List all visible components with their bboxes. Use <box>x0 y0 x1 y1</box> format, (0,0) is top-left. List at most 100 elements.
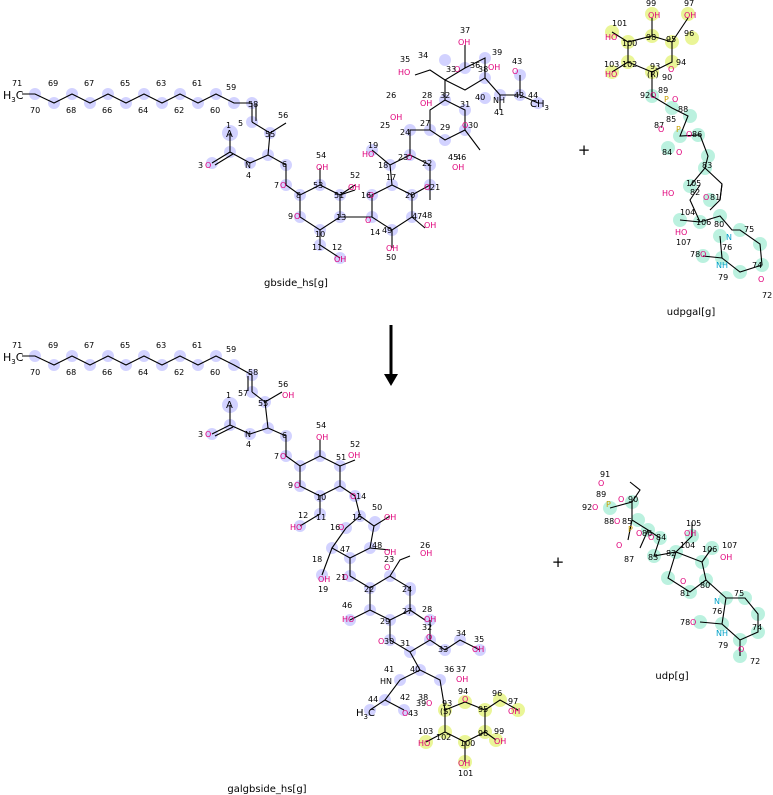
svg-text:48: 48 <box>422 211 432 220</box>
svg-text:3: 3 <box>198 430 203 439</box>
svg-text:61: 61 <box>192 341 202 350</box>
svg-text:3: 3 <box>198 161 203 170</box>
svg-text:41: 41 <box>494 108 504 117</box>
svg-text:107: 107 <box>722 541 737 550</box>
svg-text:OH: OH <box>384 513 396 522</box>
svg-text:O: O <box>636 529 642 538</box>
svg-text:O: O <box>700 250 706 259</box>
svg-text:O: O <box>462 121 468 130</box>
svg-text:31: 31 <box>460 100 470 109</box>
svg-text:69: 69 <box>48 341 58 350</box>
svg-text:OH: OH <box>488 63 500 72</box>
plus-sign-bottom: + <box>551 553 565 571</box>
svg-text:56: 56 <box>278 380 288 389</box>
svg-text:81: 81 <box>710 193 720 202</box>
svg-text:O: O <box>368 191 374 200</box>
svg-text:86: 86 <box>692 130 702 139</box>
svg-text:83: 83 <box>702 161 712 170</box>
svg-text:41: 41 <box>384 665 394 674</box>
svg-text:18: 18 <box>378 161 388 170</box>
svg-text:OH: OH <box>458 759 470 768</box>
svg-text:84: 84 <box>662 148 672 157</box>
svg-text:7: 7 <box>274 452 279 461</box>
svg-text:OH: OH <box>648 11 660 20</box>
gbside-bonds <box>22 45 539 259</box>
svg-text:79: 79 <box>718 641 728 650</box>
svg-text:O: O <box>512 67 518 76</box>
svg-text:86: 86 <box>642 529 652 538</box>
svg-text:O: O <box>426 633 432 642</box>
svg-text:58: 58 <box>248 368 258 377</box>
svg-text:40: 40 <box>410 665 420 674</box>
svg-text:72: 72 <box>750 657 760 666</box>
svg-text:50: 50 <box>386 253 396 262</box>
svg-text:HN: HN <box>380 677 392 686</box>
svg-text:89: 89 <box>658 86 668 95</box>
svg-text:56: 56 <box>278 111 288 120</box>
svg-text:26: 26 <box>386 91 396 100</box>
svg-text:OH: OH <box>348 451 360 460</box>
svg-text:O: O <box>686 130 692 139</box>
svg-text:14: 14 <box>370 228 380 237</box>
svg-text:74: 74 <box>752 261 762 270</box>
svg-text:O: O <box>690 618 696 627</box>
svg-text:21: 21 <box>336 573 346 582</box>
svg-text:42: 42 <box>514 91 524 100</box>
svg-text:107: 107 <box>676 238 691 247</box>
svg-text:16: 16 <box>361 191 371 200</box>
svg-text:75: 75 <box>734 589 744 598</box>
svg-text:O: O <box>738 645 744 654</box>
svg-text:93: 93 <box>650 62 660 71</box>
svg-text:95: 95 <box>666 35 676 44</box>
svg-text:38: 38 <box>478 65 488 74</box>
svg-text:O: O <box>680 577 686 586</box>
svg-text:90: 90 <box>662 73 672 82</box>
svg-text:59: 59 <box>226 83 236 92</box>
svg-text:85: 85 <box>622 517 632 526</box>
svg-text:N: N <box>726 233 732 242</box>
svg-text:93: 93 <box>442 699 452 708</box>
svg-text:35: 35 <box>474 635 484 644</box>
svg-text:10: 10 <box>316 493 326 502</box>
svg-text:A: A <box>226 400 233 411</box>
svg-text:69: 69 <box>48 79 58 88</box>
svg-text:P: P <box>664 95 669 104</box>
svg-text:105: 105 <box>686 179 701 188</box>
svg-text:74: 74 <box>752 623 762 632</box>
svg-text:94: 94 <box>458 687 468 696</box>
svg-text:78: 78 <box>680 618 690 627</box>
svg-text:48: 48 <box>372 541 382 550</box>
svg-text:59: 59 <box>226 345 236 354</box>
svg-text:O: O <box>616 541 622 550</box>
svg-text:H3C: H3C <box>3 351 24 366</box>
gbside-highlights <box>29 52 544 264</box>
svg-text:39: 39 <box>416 699 426 708</box>
svg-text:P: P <box>606 500 611 509</box>
svg-text:O: O <box>650 91 656 100</box>
svg-text:53: 53 <box>313 181 323 190</box>
svg-text:1: 1 <box>226 391 231 400</box>
svg-text:103: 103 <box>604 60 619 69</box>
svg-text:76: 76 <box>722 243 732 252</box>
svg-text:OH: OH <box>494 737 506 746</box>
svg-text:61: 61 <box>192 79 202 88</box>
svg-text:4: 4 <box>246 440 251 449</box>
svg-text:102: 102 <box>622 60 637 69</box>
svg-text:37: 37 <box>460 26 470 35</box>
svg-text:102: 102 <box>436 733 451 742</box>
svg-text:34: 34 <box>418 51 428 60</box>
svg-text:6: 6 <box>282 431 287 440</box>
svg-text:O: O <box>365 216 371 225</box>
svg-text:OH: OH <box>420 549 432 558</box>
svg-text:NH: NH <box>493 96 505 105</box>
svg-text:68: 68 <box>66 106 76 115</box>
svg-text:HO: HO <box>398 68 410 77</box>
svg-text:82: 82 <box>666 549 676 558</box>
svg-text:27: 27 <box>402 607 412 616</box>
svg-text:HO: HO <box>662 189 674 198</box>
